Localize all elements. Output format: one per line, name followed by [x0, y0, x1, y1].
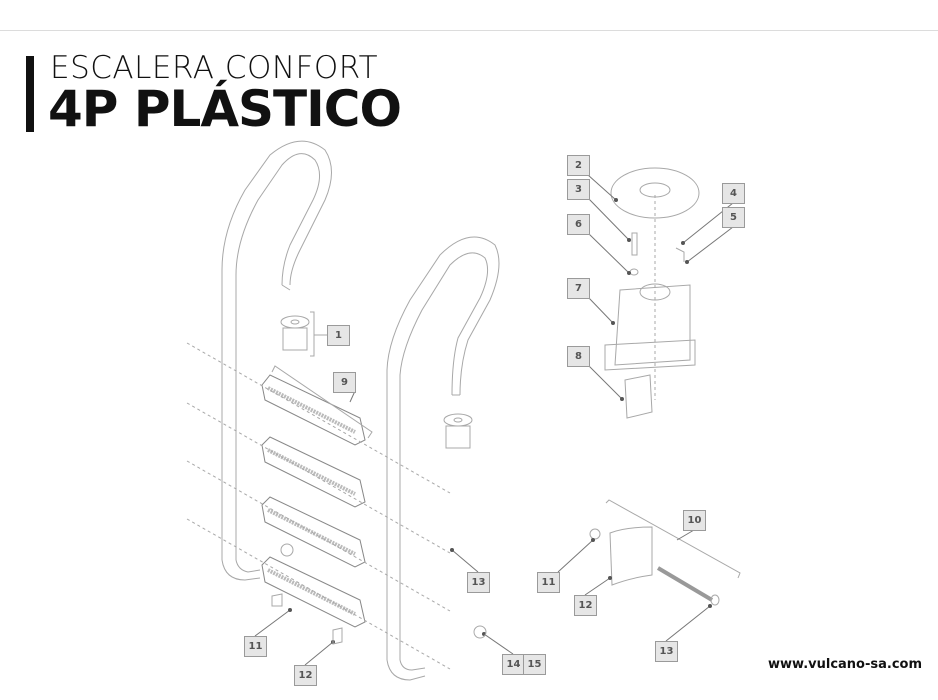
part-label-4: 4: [722, 183, 745, 204]
anchor-cup-1: [280, 311, 327, 357]
bracket-9: [271, 365, 373, 439]
small-parts: [271, 543, 487, 645]
part-label-12: 12: [574, 595, 597, 616]
part-label-11: 11: [244, 636, 267, 657]
top-divider: [0, 30, 938, 31]
bracket-assembly: [589, 499, 741, 606]
part-label-10: 10: [683, 510, 706, 531]
title-accent-bar: [26, 56, 34, 132]
steps: [261, 374, 366, 628]
part-label-6: 6: [567, 214, 590, 235]
website-link[interactable]: www.vulcano-sa.com: [768, 657, 923, 672]
part-label-7: 7: [567, 278, 590, 299]
part-label-13: 13: [655, 641, 678, 662]
part-label-12: 12: [294, 665, 317, 686]
left-handrail: [221, 140, 332, 581]
leader-lines: [254, 174, 734, 666]
anchor-cup-2: [443, 413, 473, 449]
title-line-2: 4P PLÁSTICO: [48, 80, 402, 138]
part-label-13: 13: [467, 572, 490, 593]
part-label-9: 9: [333, 372, 356, 393]
title-line-1: ESCALERA CONFORT: [50, 50, 379, 86]
part-label-8: 8: [567, 346, 590, 367]
part-label-2: 2: [567, 155, 590, 176]
part-label-14: 14: [502, 654, 525, 675]
part-label-3: 3: [567, 179, 590, 200]
bolt-lines: [186, 342, 451, 670]
part-label-5: 5: [722, 207, 745, 228]
part-label-15: 15: [523, 654, 546, 675]
right-handrail: [386, 236, 500, 681]
flange-assembly: [604, 167, 700, 419]
part-label-1: 1: [327, 325, 350, 346]
leader-dots: [288, 198, 712, 644]
part-label-11: 11: [537, 572, 560, 593]
